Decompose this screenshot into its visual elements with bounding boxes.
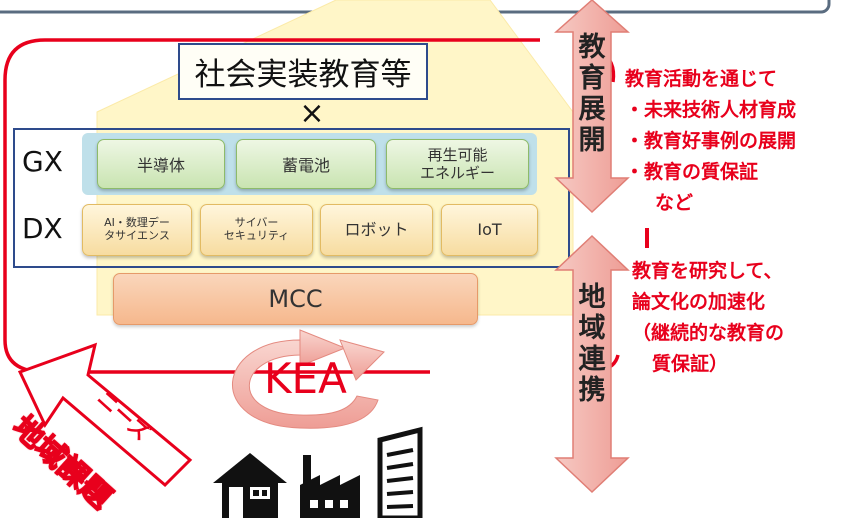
gx-item-semiconductor: 半導体 (97, 139, 225, 189)
note-research-3: （継続的な教育の (632, 322, 785, 344)
dx-label: DX (22, 212, 63, 245)
gx-item-battery: 蓄電池 (236, 139, 376, 189)
title-text: 社会実装教育等 (194, 57, 412, 93)
note-bullet-2: ・教育好事例の展開 (625, 130, 797, 152)
note-research-2: 論文化の加速化 (632, 291, 766, 313)
note-bullet-3: ・教育の質保証 (625, 161, 759, 183)
dx-item-cybersecurity: サイバー セキュリティ (200, 204, 313, 256)
note-connector-line (645, 228, 649, 248)
gx-item-renewable: 再生可能 エネルギー (386, 139, 529, 189)
times-symbol: × (299, 96, 325, 131)
arrow-top-label: 教 育 展 開 (578, 32, 606, 157)
note-intro: 教育活動を通じて (625, 68, 778, 90)
mcc-bar: MCC (113, 273, 478, 325)
note-etc: など (655, 192, 694, 214)
note-research-1: 教育を研究して、 (632, 260, 783, 282)
dx-item-robot: ロボット (320, 204, 433, 256)
dx-item-iot: IoT (441, 204, 538, 256)
title-box: 社会実装教育等 (178, 43, 428, 100)
note-bullet-1: ・未来技術人材育成 (625, 99, 797, 121)
gx-dx-box (13, 128, 570, 268)
kea-label: KEA (264, 354, 347, 403)
note-research-4: 質保証） (652, 353, 729, 375)
gx-label: GX (22, 145, 63, 178)
dx-item-ai-datascience: AI・数理デー タサイエンス (82, 204, 192, 256)
arrow-bottom-label: 地 域 連 携 (578, 282, 606, 407)
